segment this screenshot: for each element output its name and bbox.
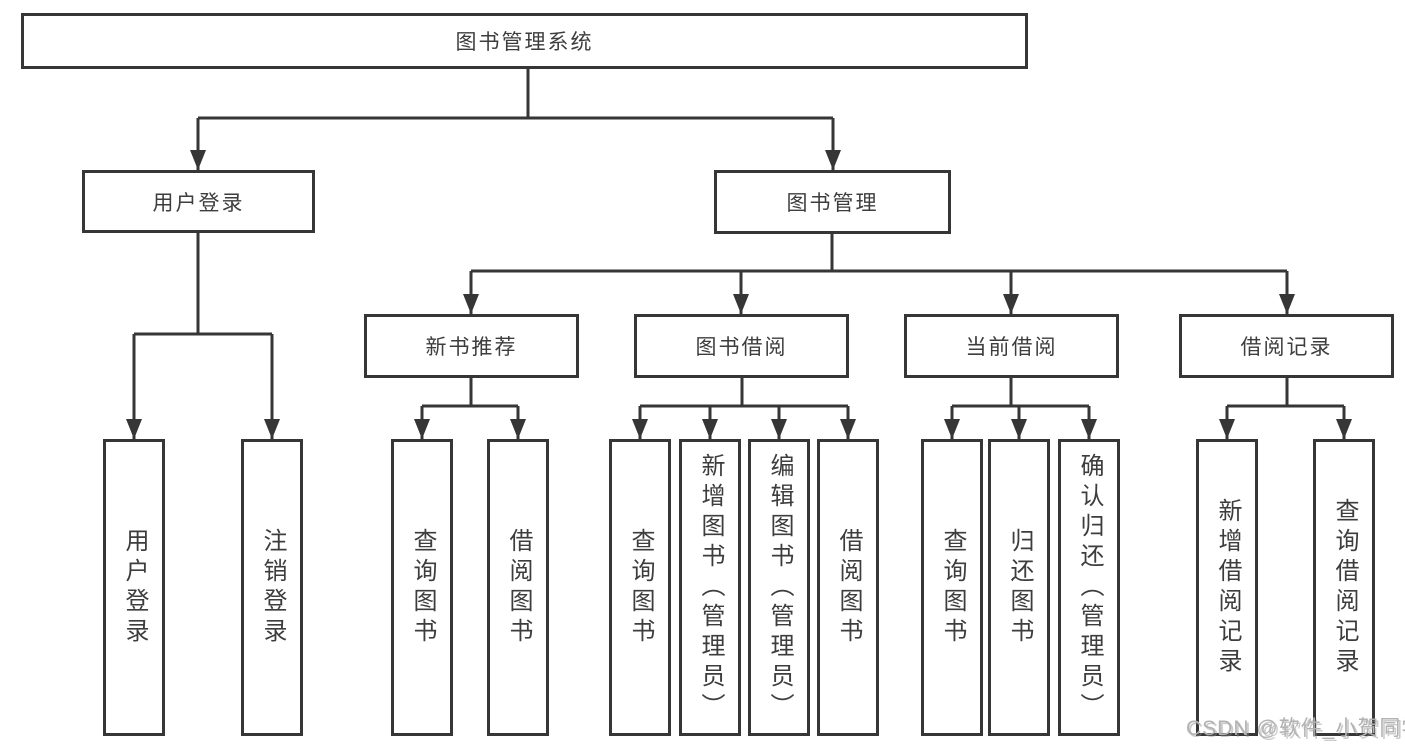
leaf-logout-label: 注销登录 <box>259 527 286 648</box>
leaf-current-query-books: 查询图书 <box>921 439 983 736</box>
leaf-user-login-label: 用户登录 <box>121 527 148 648</box>
leaf-current-confirm-return-admin: 确认归还（管理员） <box>1058 439 1120 736</box>
leaf-newbook-borrow-books: 借阅图书 <box>487 439 549 736</box>
leaf-borrow-borrow-books-label: 借阅图书 <box>835 527 862 648</box>
leaf-borrow-add-books-admin: 新增图书（管理员） <box>679 439 741 736</box>
node-new-book-recommend-label: 新书推荐 <box>425 336 518 359</box>
leaf-newbook-query-books-label: 查询图书 <box>409 527 436 648</box>
leaf-borrow-borrow-books: 借阅图书 <box>817 439 879 736</box>
node-root: 图书管理系统 <box>21 13 1028 69</box>
leaf-borrow-edit-books-admin: 编辑图书（管理员） <box>748 439 810 736</box>
node-new-book-recommend: 新书推荐 <box>364 314 579 378</box>
watermark-text: CSDN @软件_小贺同学 <box>1186 717 1405 740</box>
node-current-borrow-label: 当前借阅 <box>965 336 1058 359</box>
leaf-user-login: 用户登录 <box>103 439 165 736</box>
leaf-borrow-query-books-label: 查询图书 <box>627 527 654 648</box>
node-current-borrow: 当前借阅 <box>904 314 1119 378</box>
node-user-login: 用户登录 <box>82 170 315 233</box>
leaf-records-add-record-label: 新增借阅记录 <box>1214 497 1241 678</box>
leaf-borrow-query-books: 查询图书 <box>609 439 671 736</box>
node-root-label: 图书管理系统 <box>455 31 594 54</box>
connector-current-borrow <box>944 378 1097 439</box>
leaf-borrow-edit-books-admin-label: 编辑图书（管理员） <box>766 452 793 723</box>
node-book-borrow: 图书借阅 <box>634 314 849 378</box>
leaf-records-add-record: 新增借阅记录 <box>1196 439 1258 736</box>
node-user-login-label: 用户登录 <box>152 191 245 215</box>
leaf-current-return-books-label: 归还图书 <box>1006 527 1033 648</box>
connector-book-management <box>463 234 1295 314</box>
connector-root <box>190 69 841 170</box>
leaf-current-query-books-label: 查询图书 <box>939 527 966 648</box>
leaf-borrow-add-books-admin-label: 新增图书（管理员） <box>697 452 724 723</box>
node-book-borrow-label: 图书借阅 <box>695 336 788 359</box>
node-borrow-records-label: 借阅记录 <box>1240 336 1333 359</box>
leaf-current-confirm-return-admin-label: 确认归还（管理员） <box>1076 452 1103 723</box>
leaf-records-query-record: 查询借阅记录 <box>1313 439 1375 736</box>
connector-borrow-records <box>1219 378 1352 439</box>
node-borrow-records: 借阅记录 <box>1179 314 1394 378</box>
connector-book-borrow <box>632 378 856 439</box>
leaf-newbook-borrow-books-label: 借阅图书 <box>505 527 532 648</box>
leaf-records-query-record-label: 查询借阅记录 <box>1331 497 1358 678</box>
connector-user-login <box>126 233 280 439</box>
leaf-current-return-books: 归还图书 <box>988 439 1050 736</box>
node-book-management: 图书管理 <box>714 170 951 234</box>
node-book-management-label: 图书管理 <box>786 192 879 215</box>
leaf-logout: 注销登录 <box>241 439 303 736</box>
leaf-newbook-query-books: 查询图书 <box>391 439 453 736</box>
connector-new-book-recommend <box>414 378 526 439</box>
